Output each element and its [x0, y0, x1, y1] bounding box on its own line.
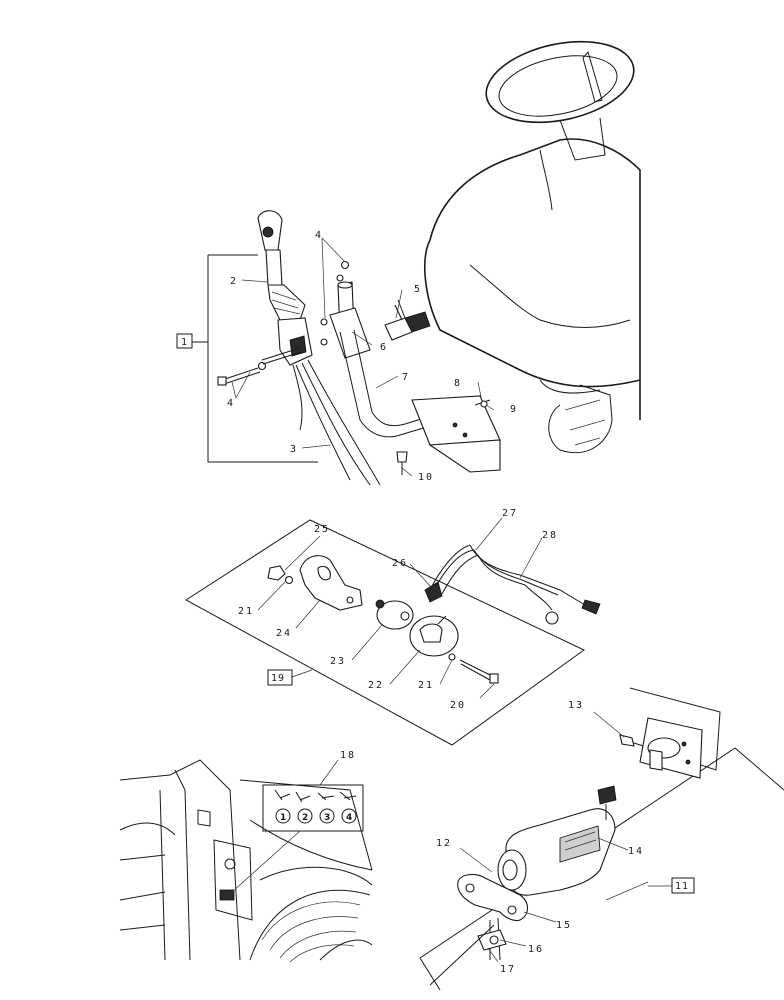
callout-13: 13 [568, 700, 584, 711]
callout-14: 14 [628, 846, 644, 857]
callout-10: 10 [418, 472, 434, 483]
callout-20: 20 [450, 700, 466, 711]
callout-5: 5 [414, 284, 422, 295]
callout-26: 26 [392, 558, 408, 569]
callout-6: 6 [380, 342, 388, 353]
callout-8: 8 [454, 378, 462, 389]
group-1-bracket [192, 254, 318, 463]
joystick-lever [257, 210, 381, 486]
callout-2: 2 [230, 276, 238, 287]
leader-lines-middle [257, 517, 543, 699]
decal-circle-4 [341, 808, 357, 824]
leader-lines-top [231, 237, 495, 477]
callout-16: 16 [528, 944, 544, 955]
decal-number-4: 4 [346, 813, 352, 823]
decal-number-2: 2 [302, 813, 308, 823]
callout-18: 18 [340, 750, 356, 761]
solenoid-14 [497, 785, 617, 896]
decal-circle-2 [297, 808, 313, 824]
callout-28: 28 [542, 530, 558, 541]
callout-12: 12 [436, 838, 452, 849]
callout-23: 23 [330, 656, 346, 667]
callout-21-right: 21 [418, 680, 434, 691]
mounting-plate-15 [457, 873, 529, 922]
callout-9: 9 [510, 404, 518, 415]
support-bracket [329, 281, 501, 473]
decal-number-1: 1 [280, 813, 286, 823]
mounting-bolts [217, 260, 350, 386]
callout-25: 25 [314, 524, 330, 535]
switch-group-19-outline [185, 519, 585, 746]
callout-7: 7 [402, 372, 410, 383]
ref-box-11: 11 [671, 877, 695, 894]
decal-circle-3 [319, 808, 335, 824]
solenoid-group-11-outline [419, 747, 784, 991]
ref-box-11-label: 11 [675, 881, 689, 892]
ref-box-19: 19 [267, 669, 293, 686]
callout-4-bottom: 4 [227, 398, 235, 409]
callout-17: 17 [500, 964, 516, 975]
ref-box-1: 1 [176, 333, 193, 349]
plunger-16-17 [429, 917, 507, 986]
ref-box-1-label: 1 [181, 337, 188, 348]
decal-number-3: 3 [324, 813, 330, 823]
bolt-10 [396, 451, 408, 475]
cab-rear-view [119, 759, 373, 963]
switch-5 [384, 299, 431, 341]
switch-assembly-19 [267, 544, 601, 684]
callout-4-top: 4 [315, 230, 323, 241]
leader-lines-bottom [459, 711, 649, 963]
callout-27: 27 [502, 508, 518, 519]
callout-21-left: 21 [238, 606, 254, 617]
ref-box-19-label: 19 [271, 673, 285, 684]
callout-3: 3 [290, 444, 298, 455]
dashboard-console [424, 138, 641, 454]
callout-numbers: 2 3 4 4 5 6 7 8 9 10 25 21 24 23 22 21 2… [227, 230, 644, 975]
leader-18 [319, 759, 339, 786]
decal-circle-1 [275, 808, 291, 824]
decal-18: 1 2 3 4 [231, 784, 364, 893]
steering-wheel [485, 40, 635, 161]
callout-15: 15 [556, 920, 572, 931]
callout-24: 24 [276, 628, 292, 639]
callout-22: 22 [368, 680, 384, 691]
switch-housing-13 [619, 687, 721, 779]
